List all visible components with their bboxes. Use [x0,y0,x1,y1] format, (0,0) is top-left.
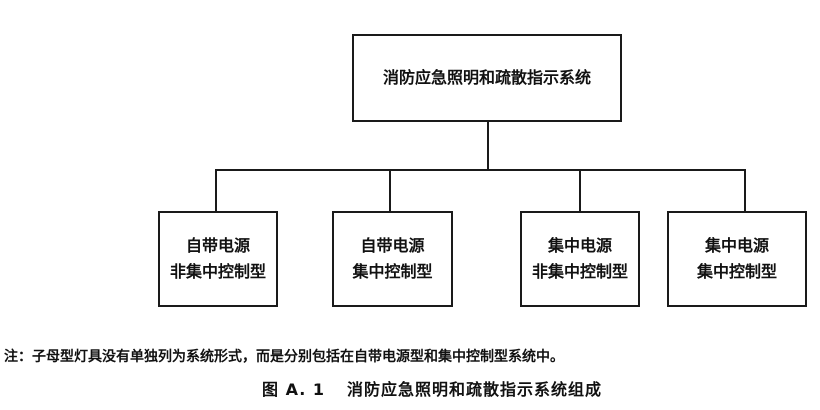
child-node-line1: 集中电源 [704,236,769,255]
connector-horizontal-bus [215,169,746,171]
child-node-line2: 集中控制型 [696,262,777,281]
child-node-line1: 自带电源 [185,236,250,255]
child-node-line1: 集中电源 [547,236,612,255]
footnote: 注：子母型灯具没有单独列为系统形式，而是分别包括在自带电源型和集中控制型系统中。 [4,349,564,365]
child-node-line2: 非集中控制型 [169,262,266,281]
connector-child-2 [389,169,391,211]
connector-root-vertical [487,122,489,170]
figure-caption: 图 A. 1 消防应急照明和疏散指示系统组成 [262,376,602,400]
child-node-box: 集中电源 集中控制型 [667,211,807,307]
root-node-label: 消防应急照明和疏散指示系统 [382,68,591,87]
connector-child-3 [579,169,581,211]
connector-child-1 [215,169,217,211]
root-node-box: 消防应急照明和疏散指示系统 [352,34,622,122]
child-node-line2: 集中控制型 [352,262,433,281]
child-node-box: 集中电源 非集中控制型 [520,211,640,307]
connector-child-4 [744,169,746,211]
child-node-line2: 非集中控制型 [531,262,628,281]
figure-title: 消防应急照明和疏散指示系统组成 [347,380,603,399]
figure-number: 图 A. 1 [262,380,326,399]
child-node-box: 自带电源 集中控制型 [332,211,453,307]
child-node-line1: 自带电源 [360,236,425,255]
child-node-box: 自带电源 非集中控制型 [158,211,278,307]
